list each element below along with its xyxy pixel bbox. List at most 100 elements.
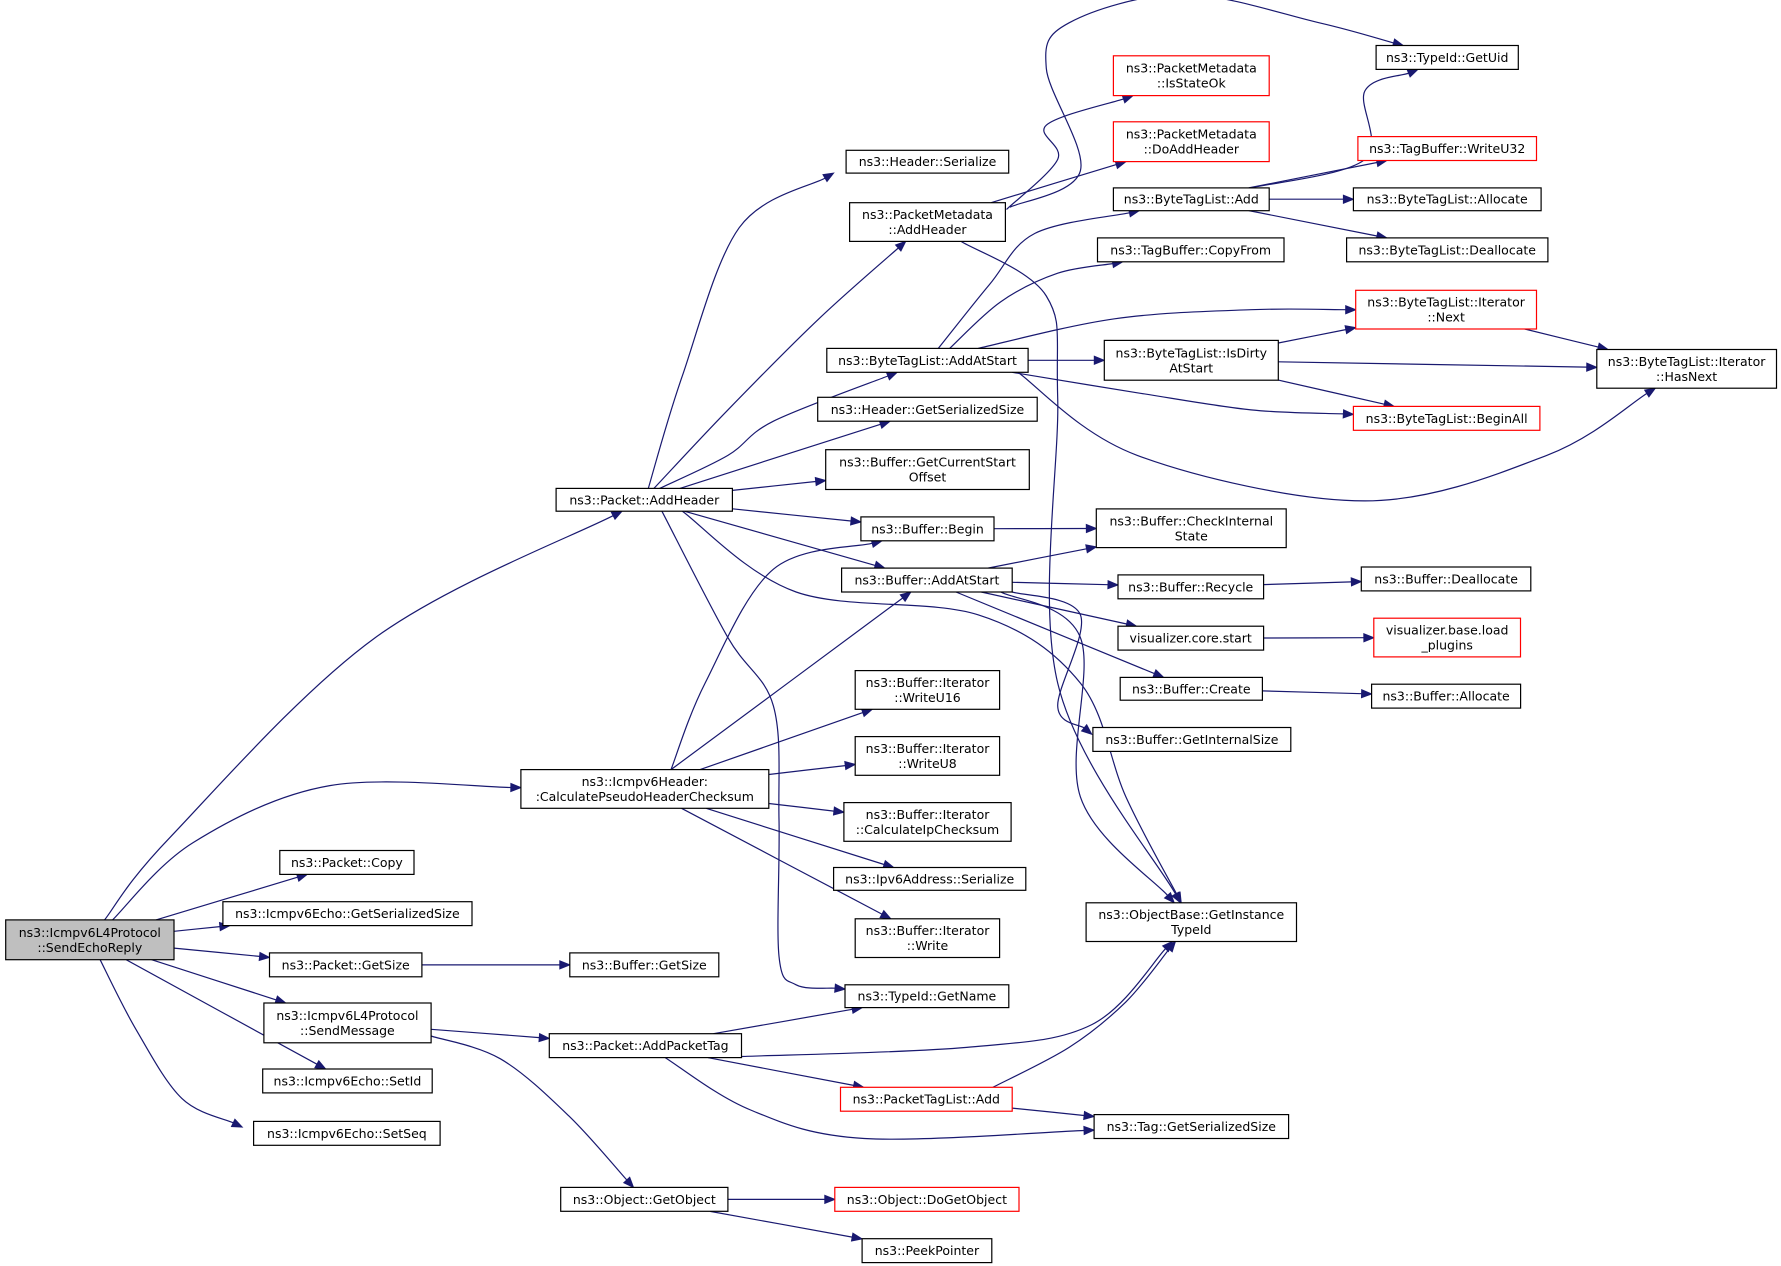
edge-line — [125, 959, 318, 1065]
node-pmIsStateOk[interactable]: ns3::PacketMetadata::IsStateOk — [1112, 55, 1270, 97]
arrowhead-icon — [538, 1032, 551, 1043]
node-root[interactable]: ns3::Icmpv6L4Protocol::SendEchoReply — [5, 919, 175, 961]
node-tbCopyFrom[interactable]: ns3::TagBuffer::CopyFrom — [1096, 237, 1285, 263]
node-tagGetSerSize[interactable]: ns3::Tag::GetSerializedSize — [1093, 1113, 1290, 1140]
node-vizLoadPlugins[interactable]: visualizer.base.load_plugins — [1373, 617, 1522, 658]
node-echoSetSeq[interactable]: ns3::Icmpv6Echo::SetSeq — [253, 1120, 441, 1146]
edge-line — [661, 510, 836, 989]
node-btlBeginAll[interactable]: ns3::ByteTagList::BeginAll — [1352, 405, 1541, 431]
edge-line — [430, 1035, 628, 1181]
node-icmpHeaderCalc[interactable]: ns3::Icmpv6Header::CalculatePseudoHeader… — [520, 768, 770, 809]
edge-root-to-icmpHeaderCalc — [112, 781, 523, 921]
node-label: ::WriteU16 — [894, 690, 961, 705]
node-pmDoAddHeader[interactable]: ns3::PacketMetadata::DoAddHeader — [1112, 121, 1270, 163]
node-label: ns3::TagBuffer::CopyFrom — [1110, 242, 1271, 257]
node-packetGetSize[interactable]: ns3::Packet::GetSize — [268, 952, 423, 978]
node-btlIterHasNext[interactable]: ns3::ByteTagList::Iterator::HasNext — [1596, 348, 1778, 389]
edge-line — [1263, 581, 1352, 586]
node-pmAddHeader[interactable]: ns3::PacketMetadata::AddHeader — [848, 202, 1006, 242]
edge-line — [430, 1028, 540, 1039]
node-iterWriteU16[interactable]: ns3::Buffer::Iterator::WriteU16 — [854, 669, 1001, 710]
arrowhead-icon — [314, 1059, 327, 1070]
node-label: ::SendMessage — [300, 1023, 395, 1038]
edge-line — [112, 781, 511, 921]
edge-line — [955, 591, 1155, 675]
node-bufGetInternalSize[interactable]: ns3::Buffer::GetInternalSize — [1092, 726, 1292, 752]
node-ipv6Serialize[interactable]: ns3::Ipv6Address::Serialize — [832, 866, 1027, 891]
node-headerSerialize[interactable]: ns3::Header::Serialize — [845, 149, 1010, 174]
edge-icmpHeaderCalc-to-iterCalcIp — [768, 802, 846, 816]
node-objGetObject[interactable]: ns3::Object::GetObject — [560, 1186, 729, 1212]
node-label: ns3::Buffer::Iterator — [866, 741, 991, 756]
node-typeIdGetUid[interactable]: ns3::TypeId::GetUid — [1375, 44, 1519, 70]
node-box — [826, 347, 1029, 373]
node-btlDeallocate[interactable]: ns3::ByteTagList::Deallocate — [1345, 237, 1549, 263]
node-label: :CalculatePseudoHeaderChecksum — [536, 789, 754, 804]
node-label: ns3::Icmpv6L4Protocol — [19, 925, 161, 940]
node-bufGetSize[interactable]: ns3::Buffer::GetSize — [569, 952, 720, 978]
node-iterCalcIp[interactable]: ns3::Buffer::Iterator::CalculateIpChecks… — [843, 801, 1012, 842]
edge-line — [732, 480, 816, 491]
node-ptlAdd[interactable]: ns3::PacketTagList::Add — [839, 1086, 1013, 1112]
arrowhead-icon — [1107, 579, 1120, 590]
edge-btlAdd-to-tbWriteU32 — [1248, 157, 1389, 189]
node-btlAddAtStart[interactable]: ns3::ByteTagList::AddAtStart — [826, 347, 1029, 373]
node-label: ns3::ByteTagList::Add — [1124, 192, 1259, 207]
edge-icmpHeaderCalc-to-iterWriteU16 — [699, 708, 874, 771]
node-packetAddHeader[interactable]: ns3::Packet::AddHeader — [555, 487, 733, 512]
node-iterWrite[interactable]: ns3::Buffer::Iterator::Write — [854, 918, 1001, 959]
node-box — [279, 849, 415, 875]
node-box — [263, 1002, 432, 1044]
arrowhead-icon — [1406, 68, 1420, 78]
node-bufCreate[interactable]: ns3::Buffer::Create — [1119, 676, 1263, 701]
edge-root-to-echoGetSerSize — [173, 921, 232, 932]
arrowhead-icon — [844, 760, 857, 771]
edge-line — [992, 948, 1170, 1088]
node-vizCoreStart[interactable]: visualizer.core.start — [1117, 625, 1265, 651]
node-echoGetSerSize[interactable]: ns3::Icmpv6Echo::GetSerializedSize — [222, 901, 473, 927]
node-box — [222, 901, 473, 927]
node-peekPointer[interactable]: ns3::PeekPointer — [861, 1238, 993, 1264]
node-box — [1373, 617, 1522, 658]
node-label: ns3::Icmpv6Echo::GetSerializedSize — [235, 906, 460, 921]
node-btlIterNext[interactable]: ns3::ByteTagList::Iterator::Next — [1355, 289, 1538, 330]
node-bufBegin[interactable]: ns3::Buffer::Begin — [860, 516, 995, 542]
node-typeIdGetName[interactable]: ns3::TypeId::GetName — [844, 984, 1010, 1009]
node-objDoGetObject[interactable]: ns3::Object::DoGetObject — [834, 1186, 1020, 1212]
node-bufAllocate[interactable]: ns3::Buffer::Allocate — [1370, 683, 1522, 709]
node-box — [832, 866, 1027, 891]
node-packetAddPacketTag[interactable]: ns3::Packet::AddPacketTag — [548, 1033, 743, 1059]
node-label: ns3::TypeId::GetUid — [1386, 50, 1508, 65]
node-box — [1360, 566, 1532, 592]
node-bufDeallocate[interactable]: ns3::Buffer::Deallocate — [1360, 566, 1532, 592]
node-box — [844, 984, 1010, 1009]
node-label: ns3::Packet::AddPacketTag — [562, 1038, 728, 1053]
edge-root-to-echoSetSeq — [99, 959, 244, 1128]
edge-btlAddAtStart-to-btlIterNext — [977, 304, 1358, 349]
node-label: ns3::Buffer::GetCurrentStart — [839, 455, 1016, 470]
edge-line — [1524, 328, 1599, 348]
edge-bufAddAtStart-to-bufGetInternalSize — [1012, 591, 1093, 736]
node-bufRecycle[interactable]: ns3::Buffer::Recycle — [1117, 574, 1265, 600]
node-headerGetSerSize[interactable]: ns3::Header::GetSerializedSize — [817, 396, 1038, 422]
edge-line — [710, 1210, 853, 1238]
node-sendMessage[interactable]: ns3::Icmpv6L4Protocol::SendMessage — [263, 1002, 432, 1044]
node-btlAdd[interactable]: ns3::ByteTagList::Add — [1112, 187, 1270, 212]
node-btlAllocate[interactable]: ns3::ByteTagList::Allocate — [1352, 187, 1542, 212]
node-label: ns3::Icmpv6L4Protocol — [276, 1008, 418, 1023]
edge-line — [679, 423, 881, 489]
edge-line — [1012, 1107, 1085, 1117]
node-packetCopy[interactable]: ns3::Packet::Copy — [279, 849, 415, 875]
node-tbWriteU32[interactable]: ns3::TagBuffer::WriteU32 — [1357, 136, 1538, 162]
node-box — [1370, 683, 1522, 709]
edge-line — [768, 765, 846, 776]
node-bufAddAtStart[interactable]: ns3::Buffer::AddAtStart — [840, 567, 1013, 593]
node-echoSetId[interactable]: ns3::Icmpv6Echo::SetId — [262, 1068, 433, 1094]
node-iterWriteU8[interactable]: ns3::Buffer::Iterator::WriteU8 — [854, 735, 1001, 776]
edge-packetAddHeader-to-bufGetCurStart — [732, 476, 828, 491]
node-box — [843, 801, 1012, 842]
